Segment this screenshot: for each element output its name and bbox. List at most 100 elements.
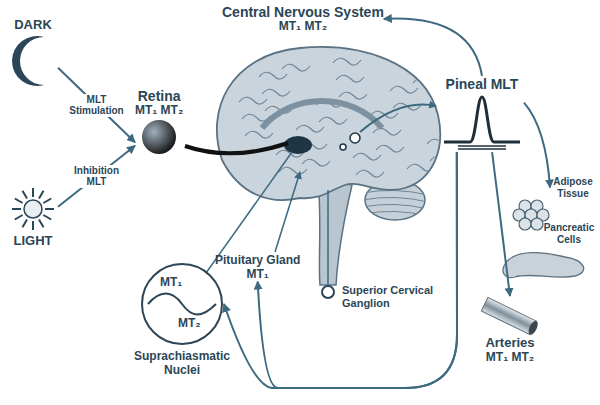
adipose-cells	[513, 200, 549, 230]
brain-gyri	[336, 75, 364, 82]
sun-icon	[12, 208, 21, 210]
sun-icon	[24, 200, 42, 218]
node-title: Pineal MLT	[440, 76, 524, 92]
adipose-cells	[519, 218, 531, 230]
retina-node: RetinaMT₁ MT₂	[135, 88, 183, 156]
sun-icon	[45, 208, 54, 210]
scg-stem	[327, 190, 329, 286]
pituitary-leader	[275, 172, 300, 252]
melatonin-peak	[458, 145, 506, 147]
brain-gyri	[353, 153, 381, 160]
sun-icon	[43, 215, 51, 220]
brain-gyri	[228, 53, 458, 177]
brain-gyri	[356, 170, 384, 177]
pituitary-node: Pituitary GlandMT₁	[215, 254, 300, 282]
pineal-output-arrow	[360, 104, 436, 132]
cerebellum-folds	[362, 190, 428, 195]
node-icon	[8, 184, 58, 234]
connector-arrow	[492, 152, 510, 296]
sun-icon	[8, 184, 58, 234]
node-title: Pancreatic Cells	[540, 222, 598, 245]
connector-arrow	[258, 152, 457, 388]
node-title: LIGHT	[8, 234, 58, 249]
cns-node: Central Nervous SystemMT₁ MT₂	[222, 4, 384, 34]
node-subtitle: MT₁	[215, 268, 300, 282]
eye-sphere	[142, 120, 176, 154]
node-icon	[440, 92, 524, 152]
brain-gyri	[373, 128, 401, 135]
brain-gyri	[239, 97, 267, 104]
artery-tube	[478, 296, 542, 336]
brain-node	[340, 144, 346, 150]
node-title: Adipose Tissue	[550, 176, 596, 199]
ganglion-dot	[322, 286, 334, 298]
node-title: Pituitary Gland	[215, 254, 300, 268]
brain-gyri	[319, 117, 347, 124]
node-subtitle: Suprachiasmatic Nuclei	[122, 350, 242, 378]
cerebellum-folds	[362, 211, 428, 216]
node-subtitle: MT₁ MT₂	[478, 351, 542, 365]
optic-nerve	[185, 143, 288, 153]
eye-sphere	[140, 118, 178, 156]
edge-label: Inhibition MLT	[64, 165, 130, 188]
node-title: Central Nervous System	[222, 4, 384, 20]
node-icon	[8, 33, 58, 89]
pineal-node: Pineal MLT	[440, 76, 524, 152]
node-title: MT₁	[160, 276, 182, 290]
adipose-cells	[531, 218, 543, 230]
edge-label: MLT Stimulation	[64, 94, 130, 117]
brain-gyri	[302, 159, 330, 166]
node-subtitle: MT₁ MT₂	[222, 20, 384, 34]
scn-circle	[140, 262, 224, 346]
cerebellum-folds	[362, 204, 428, 209]
brain-gyri	[259, 72, 287, 79]
melatonin-peak	[444, 97, 520, 142]
scn-node: MT₁MT₂Suprachiasmatic Nuclei	[140, 262, 224, 346]
sun-icon	[23, 191, 28, 199]
pancreas	[503, 253, 584, 278]
arteries-node: ArteriesMT₁ MT₂	[478, 296, 542, 365]
brain-gyri	[245, 131, 273, 138]
cerebrum	[217, 47, 440, 200]
sun-icon	[32, 221, 34, 230]
node-icon	[135, 118, 183, 156]
node-subtitle: MT₂	[178, 317, 201, 331]
node-subtitle: MT₁ MT₂	[135, 104, 183, 118]
pineal-gland	[350, 133, 360, 143]
sun-icon	[39, 219, 44, 227]
pancreas-label: Pancreatic Cells	[540, 222, 598, 245]
connector-arrow	[384, 19, 482, 76]
dark-node: DARK	[8, 18, 58, 89]
sun-icon	[32, 188, 34, 197]
brain-gyri	[333, 58, 361, 65]
brain-gyri	[339, 92, 367, 99]
scn-circle	[148, 294, 216, 315]
sun-icon	[39, 191, 44, 199]
node-title: Retina	[135, 88, 183, 104]
connector-arrow	[58, 146, 135, 207]
brain-gyri	[296, 125, 324, 132]
adipose-label: Adipose Tissue	[550, 176, 596, 199]
melatonin-peak	[458, 148, 506, 150]
cerebellum-folds	[362, 197, 428, 202]
brain-gyri	[376, 145, 404, 152]
brain-gyri	[390, 86, 418, 93]
connector-arrow	[58, 68, 135, 143]
brain-gyri	[262, 89, 290, 96]
brain-gyri	[430, 156, 458, 163]
node-title: DARK	[8, 18, 58, 33]
ganglion-label: Superior Cervical Ganglion	[342, 284, 442, 309]
scn-circle	[142, 264, 222, 344]
sun-icon	[15, 199, 23, 204]
node-title: Superior Cervical Ganglion	[342, 284, 442, 309]
sun-icon	[15, 215, 23, 220]
brain-gyri	[228, 53, 256, 60]
brain-gyri	[279, 167, 307, 174]
connector-arrow	[524, 103, 550, 188]
node-icon	[478, 296, 542, 336]
brain-gyri	[282, 64, 310, 71]
artery-tube	[481, 297, 539, 336]
melatonin-peak	[440, 92, 524, 152]
artery-tube	[527, 320, 540, 336]
